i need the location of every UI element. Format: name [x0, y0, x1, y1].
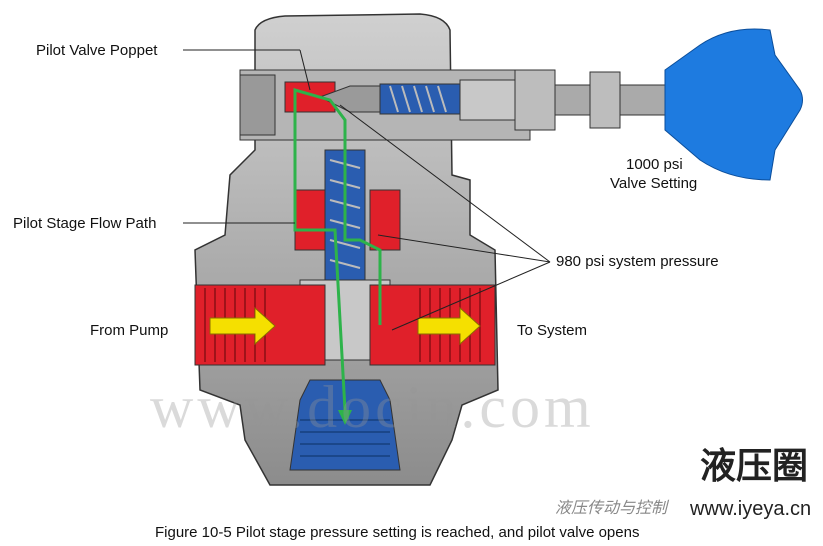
flow-arrow-in: [209, 306, 276, 346]
label-valve-setting-1: 1000 psi: [626, 156, 683, 173]
label-pilot-valve-poppet: Pilot Valve Poppet: [36, 42, 158, 59]
pilot-spring: [379, 83, 461, 115]
lock-nut: [589, 71, 621, 129]
main-poppet-red-left: [294, 189, 326, 251]
brand-watermark: 液压圈: [700, 445, 809, 486]
background-watermark: www.docin.com: [150, 374, 595, 440]
adjustment-knob: [664, 28, 803, 181]
adjuster-stem: [554, 84, 596, 116]
label-system-pressure: 980 psi system pressure: [556, 253, 719, 270]
pilot-guide: [459, 79, 521, 121]
leader-pressure-2: [377, 234, 551, 263]
pilot-flow-arrowhead: [338, 410, 352, 425]
figure-caption: Figure 10-5 Pilot stage pressure setting…: [155, 524, 640, 541]
pilot-cap: [239, 74, 276, 136]
main-poppet-red-right: [369, 189, 401, 251]
leader-pressure-3: [391, 261, 551, 331]
flow-arrow-out: [417, 306, 481, 346]
leader-lines: [183, 49, 551, 331]
adjuster-nut: [514, 69, 556, 131]
label-to-system: To System: [517, 322, 588, 339]
pilot-flow-path: [293, 88, 382, 411]
wechat-watermark: 液压传动与控制: [555, 500, 668, 517]
pilot-spring-coils: [389, 85, 447, 113]
label-pilot-stage-flow-path: Pilot Stage Flow Path: [13, 215, 157, 232]
site-watermark: www.iyeya.cn: [690, 498, 812, 520]
adjuster-thread: [619, 84, 666, 116]
leader-pressure-1: [339, 104, 551, 263]
label-valve-setting-2: Valve Setting: [610, 175, 698, 192]
label-from-pump: From Pump: [90, 322, 169, 339]
